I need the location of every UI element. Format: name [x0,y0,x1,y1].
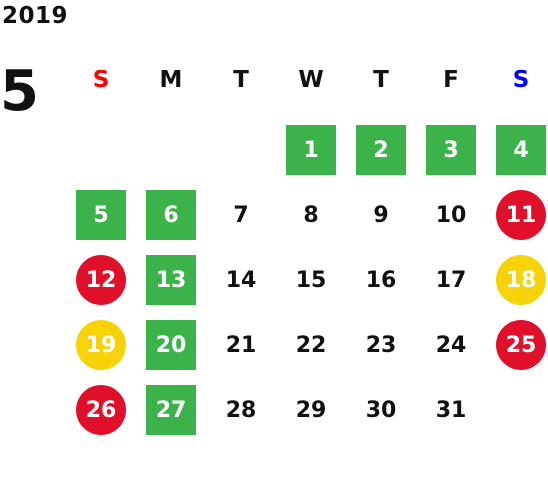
day-cell-26[interactable]: 26 [76,385,126,435]
day-cell-20[interactable]: 20 [146,320,196,370]
year-label: 2019 [2,3,69,29]
month-number: 5 [0,59,39,124]
day-cell-10[interactable]: 10 [435,202,467,228]
day-cell-25[interactable]: 25 [496,320,546,370]
day-cell-22[interactable]: 22 [295,332,327,358]
day-cell-17[interactable]: 17 [435,267,467,293]
day-cell-6[interactable]: 6 [146,190,196,240]
day-cell-24[interactable]: 24 [435,332,467,358]
day-cell-29[interactable]: 29 [295,397,327,423]
day-cell-3[interactable]: 3 [426,125,476,175]
day-cell-19[interactable]: 19 [76,320,126,370]
day-cell-14[interactable]: 14 [225,267,257,293]
day-cell-16[interactable]: 16 [365,267,397,293]
day-cell-13[interactable]: 13 [146,255,196,305]
day-cell-4[interactable]: 4 [496,125,546,175]
day-cell-21[interactable]: 21 [225,332,257,358]
day-cell-12[interactable]: 12 [76,255,126,305]
day-cell-5[interactable]: 5 [76,190,126,240]
day-cell-8[interactable]: 8 [303,202,319,228]
day-cell-11[interactable]: 11 [496,190,546,240]
day-cell-27[interactable]: 27 [146,385,196,435]
day-cell-7[interactable]: 7 [233,202,249,228]
day-cell-15[interactable]: 15 [295,267,327,293]
day-cell-28[interactable]: 28 [225,397,257,423]
day-cell-18[interactable]: 18 [496,255,546,305]
day-cell-9[interactable]: 9 [373,202,389,228]
day-cell-1[interactable]: 1 [286,125,336,175]
day-cell-30[interactable]: 30 [365,397,397,423]
day-cell-2[interactable]: 2 [356,125,406,175]
day-cell-31[interactable]: 31 [435,397,467,423]
day-cell-23[interactable]: 23 [365,332,397,358]
